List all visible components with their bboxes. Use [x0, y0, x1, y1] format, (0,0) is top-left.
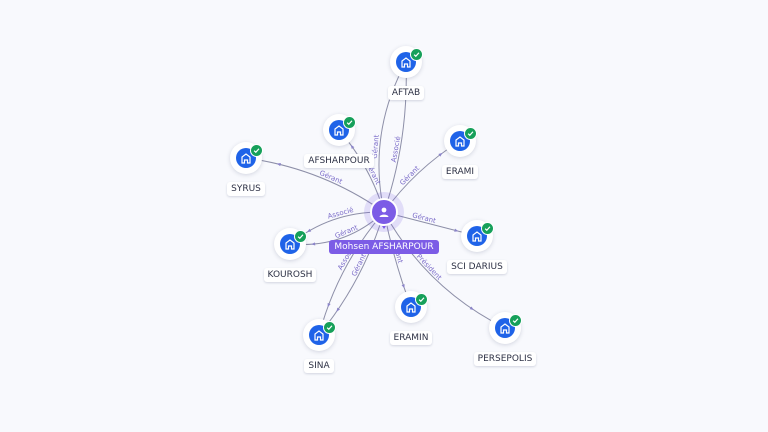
edge-line	[383, 61, 407, 213]
company-label: SINA	[304, 359, 334, 373]
edge-arrow	[327, 302, 331, 308]
company-label: KOUROSH	[263, 268, 317, 282]
edge-arrow	[306, 228, 312, 233]
edge-role-label: Gérant	[398, 164, 421, 187]
verified-check-icon	[343, 116, 356, 129]
verified-check-icon	[415, 293, 428, 306]
edge-role-label: Gérant	[411, 211, 437, 225]
company-label: AFSHARPOUR	[304, 154, 374, 168]
edge-arrow	[336, 307, 340, 312]
verified-check-icon	[250, 144, 263, 157]
company-label: PERSEPOLIS	[473, 352, 537, 366]
center-person-label: Mohsen AFSHARPOUR	[329, 240, 439, 254]
verified-check-icon	[410, 48, 423, 61]
edge-arrow	[401, 284, 405, 289]
verified-check-icon	[323, 321, 336, 334]
edge-role-label: Gérant	[318, 169, 344, 186]
verified-check-icon	[509, 314, 522, 327]
edge-role-label: Gérant	[371, 134, 381, 159]
person-icon	[370, 198, 398, 226]
edge-arrow	[438, 152, 443, 157]
edge-line	[245, 157, 385, 213]
edge-line	[378, 61, 407, 213]
edge-role-label: Associé	[327, 206, 355, 221]
company-label: SYRUS	[227, 182, 265, 196]
edge-line	[383, 211, 506, 329]
company-label: AFTAB	[387, 86, 425, 100]
edge-arrow	[276, 163, 281, 167]
edge-arrow	[469, 306, 474, 311]
company-label: ERAMI	[441, 165, 479, 179]
verified-check-icon	[481, 222, 494, 235]
verified-check-icon	[464, 127, 477, 140]
company-label: SCI DARIUS	[447, 260, 507, 274]
edge-role-label: Gérant	[350, 252, 368, 277]
edge-arrow	[311, 242, 316, 246]
company-label: ERAMIN	[389, 331, 433, 345]
edge-arrow	[350, 144, 355, 149]
verified-check-icon	[294, 230, 307, 243]
edge-arrow	[454, 228, 459, 232]
pin-tail	[380, 223, 388, 229]
